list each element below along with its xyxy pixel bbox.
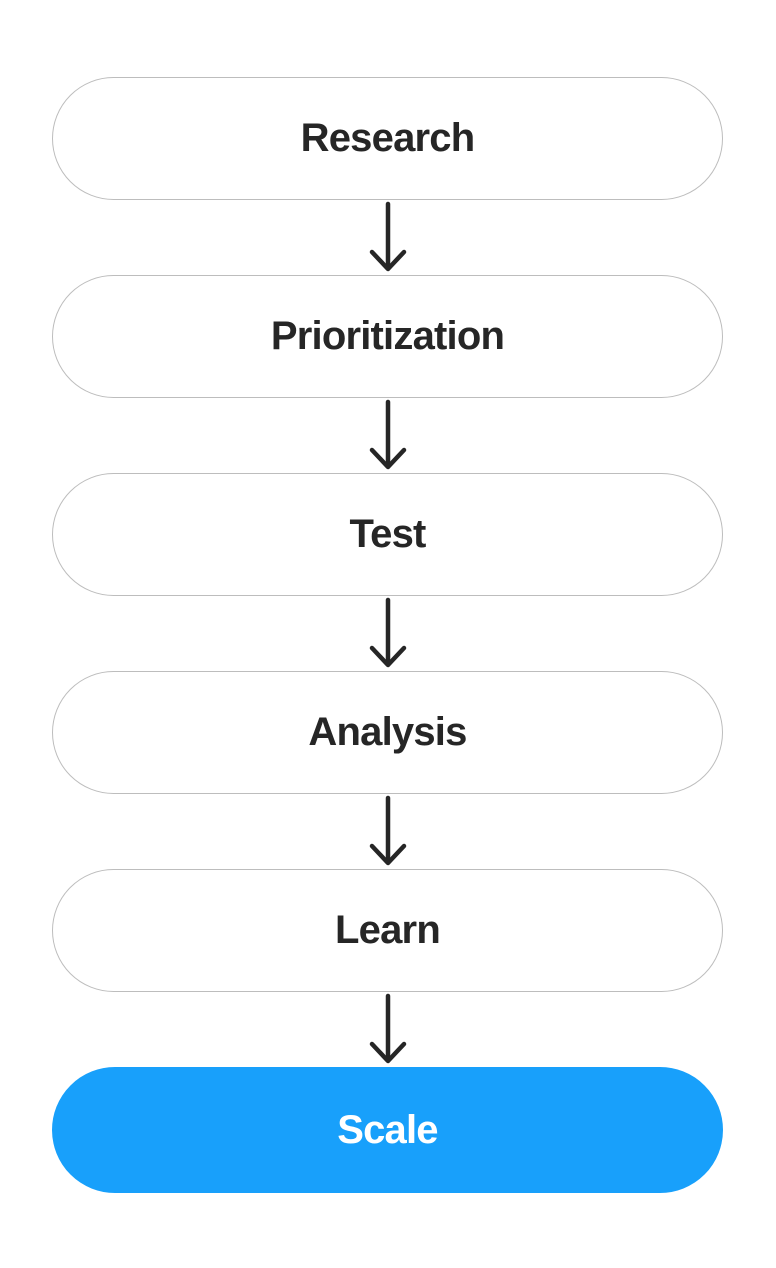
flow-node-label: Research xyxy=(300,116,476,160)
flow-node-test: Test xyxy=(52,473,723,596)
flow-node-label: Learn xyxy=(335,908,441,952)
flow-node-label: Scale xyxy=(337,1107,438,1152)
flow-node-research: Research xyxy=(52,77,723,200)
flow-connector xyxy=(368,794,408,869)
arrow-down-icon xyxy=(369,993,406,1064)
flow-node-analysis: Analysis xyxy=(52,671,723,794)
flow-node-scale: Scale xyxy=(52,1067,723,1193)
arrow-down-icon xyxy=(369,399,406,470)
flow-connector xyxy=(368,200,408,275)
flow-node-prioritization: Prioritization xyxy=(52,275,723,398)
flow-connector xyxy=(368,596,408,671)
arrow-down-icon xyxy=(369,597,406,668)
arrow-down-icon xyxy=(369,201,406,272)
flow-connector xyxy=(368,398,408,473)
flow-node-label: Analysis xyxy=(308,710,467,754)
process-flowchart: Research Prioritization Test xyxy=(52,77,723,1193)
arrow-down-icon xyxy=(369,795,406,866)
flow-node-label: Test xyxy=(349,512,426,556)
flow-node-learn: Learn xyxy=(52,869,723,992)
flow-node-label: Prioritization xyxy=(270,314,505,358)
flow-connector xyxy=(368,992,408,1067)
